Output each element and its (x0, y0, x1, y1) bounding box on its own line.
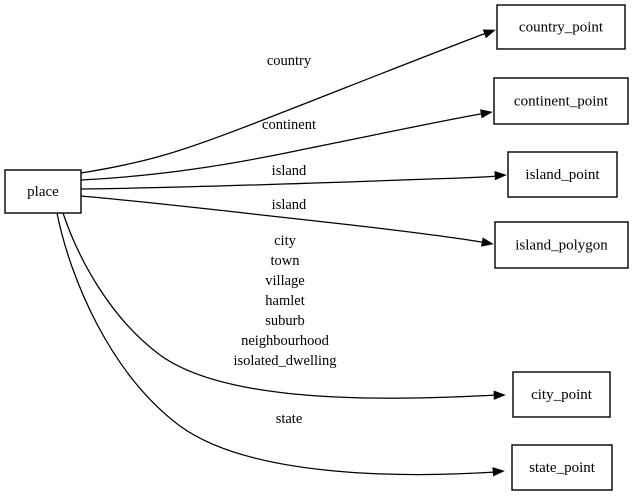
edge-label-line: neighbourhood (241, 333, 330, 349)
arrowhead-icon (481, 237, 494, 247)
edge-label-island_polygon: island (272, 197, 307, 213)
edge-line (62, 212, 498, 399)
arrowhead-icon (482, 29, 496, 39)
node-island_polygon[interactable]: island_polygon (494, 221, 629, 269)
node-box[interactable] (4, 169, 82, 214)
node-island_point[interactable]: island_point (507, 151, 618, 198)
arrowhead-icon (494, 170, 507, 181)
node-box[interactable] (493, 77, 629, 125)
arrowhead-icon (480, 109, 493, 119)
node-label: state_point (529, 460, 596, 476)
node-box[interactable] (511, 444, 613, 491)
edge-label-line: continent (262, 117, 316, 133)
node-label: city_point (531, 387, 593, 403)
arrowhead-icon (492, 467, 505, 477)
edges-layer (56, 29, 507, 477)
edge-place-to-country_point (80, 29, 496, 174)
node-country_point[interactable]: country_point (496, 4, 626, 50)
node-label: continent_point (514, 93, 609, 109)
edge-place-to-city_point (62, 212, 506, 400)
node-label: place (27, 184, 59, 200)
node-label: country_point (519, 19, 604, 35)
edge-label-line: country (267, 53, 312, 69)
node-box[interactable] (494, 221, 629, 269)
edge-label-line: state (276, 411, 303, 427)
node-city_point[interactable]: city_point (512, 371, 611, 418)
edge-label-line: suburb (265, 313, 304, 329)
edge-line (80, 195, 488, 244)
arrowhead-icon (493, 390, 506, 400)
node-box[interactable] (496, 4, 626, 50)
edge-label-line: isolated_dwelling (233, 353, 336, 369)
edge-place-to-island_polygon (80, 195, 494, 247)
edge-label-island_point: island (272, 163, 307, 179)
edge-label-line: hamlet (265, 293, 304, 309)
node-box[interactable] (512, 371, 611, 418)
edge-line (80, 31, 490, 174)
edge-label-state_point: state (276, 411, 303, 427)
edge-label-line: island (272, 197, 307, 213)
node-place[interactable]: place (4, 169, 82, 214)
node-state_point[interactable]: state_point (511, 444, 613, 491)
edge-label-city_point: city town village hamlet suburb neighbourhood… (233, 233, 336, 369)
edge-label-line: town (271, 253, 301, 269)
node-label: island_polygon (515, 237, 608, 253)
edge-line (56, 212, 497, 476)
nodes-layer: place country_point continent_point island_… (4, 4, 629, 491)
edge-place-to-state_point (56, 212, 505, 477)
edge-labels-layer: country continent island island city town vill… (233, 53, 336, 427)
edge-place-to-continent_point (80, 109, 493, 181)
edge-line (80, 112, 487, 181)
node-continent_point[interactable]: continent_point (493, 77, 629, 125)
edge-place-to-island_point (80, 170, 507, 190)
edge-label-continent_point: continent (262, 117, 316, 133)
edge-line (80, 175, 501, 190)
edge-label-line: village (265, 273, 304, 289)
node-box[interactable] (507, 151, 618, 198)
edge-label-country_point: country (267, 53, 312, 69)
node-label: island_point (525, 167, 600, 183)
edge-label-line: city (274, 233, 296, 249)
edge-label-line: island (272, 163, 307, 179)
